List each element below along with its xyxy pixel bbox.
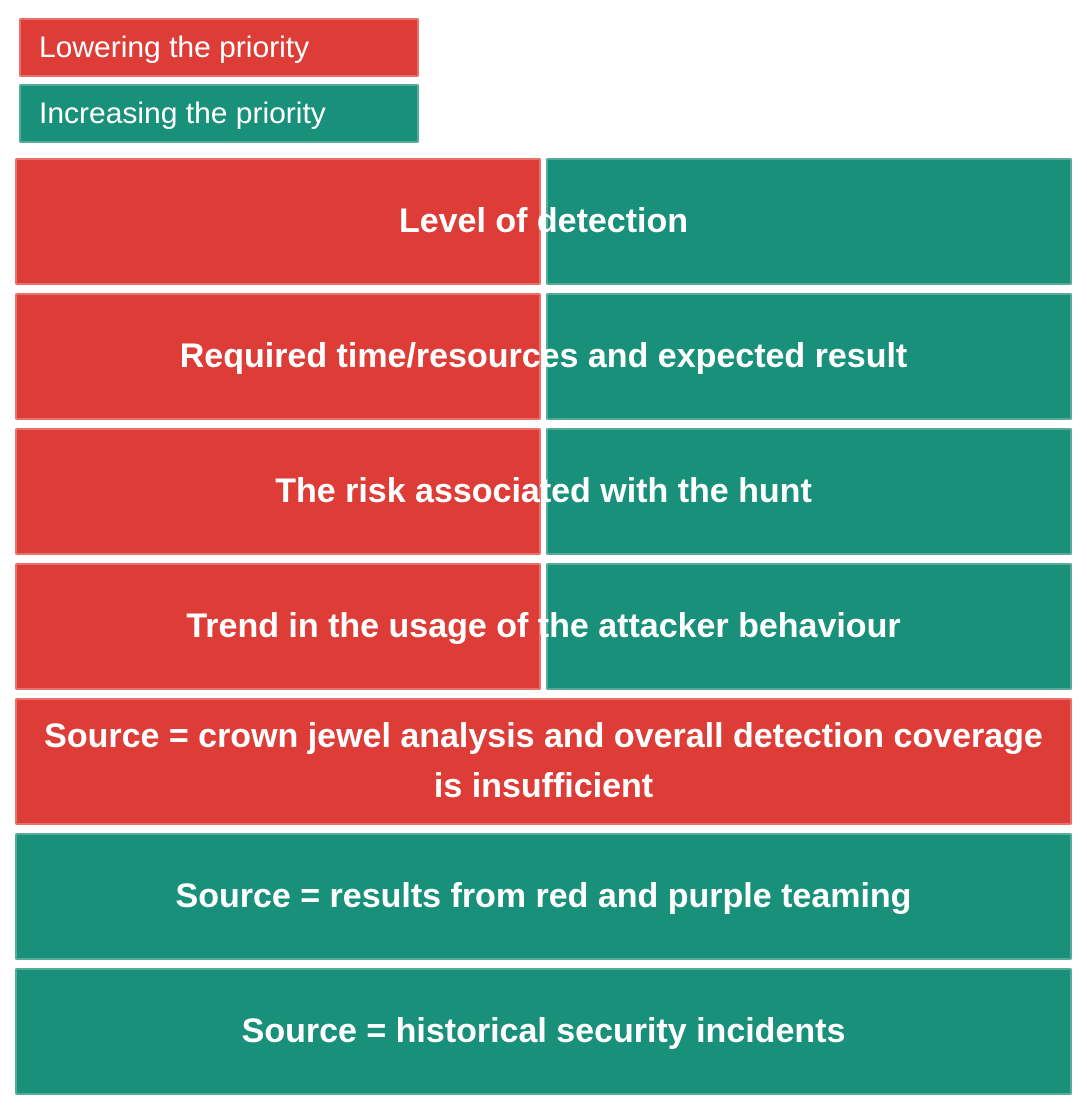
legend: Lowering the priority Increasing the pri… (19, 18, 419, 143)
legend-label-lowering: Lowering the priority (39, 30, 310, 64)
factor-row-level-of-detection: Level of detection (15, 158, 1072, 285)
increasing-cell (546, 563, 1072, 690)
lowering-cell (15, 293, 541, 420)
factor-row-time-resources: Required time/resources and expected res… (15, 293, 1072, 420)
factor-label: Source = historical security incidents (241, 1011, 846, 1050)
factor-label: Source = crown jewel analysis and overal… (44, 717, 1043, 805)
lowering-cell (15, 563, 541, 690)
legend-label-increasing: Increasing the priority (39, 96, 326, 130)
lowering-cell (15, 428, 541, 555)
increasing-cell (546, 158, 1072, 285)
factor-label: Source = results from red and purple tea… (175, 876, 912, 915)
factor-row-trend: Trend in the usage of the attacker behav… (15, 563, 1072, 690)
lowering-cell (15, 158, 541, 285)
priority-factor-table: Level of detection Required time/resourc… (15, 158, 1072, 1103)
factor-row-historical-incidents: Source = historical security incidents (15, 968, 1072, 1095)
legend-item-lowering: Lowering the priority (19, 18, 419, 77)
factor-row-crown-jewel: Source = crown jewel analysis and overal… (15, 698, 1072, 825)
factor-row-red-purple-teaming: Source = results from red and purple tea… (15, 833, 1072, 960)
factor-row-risk: The risk associated with the hunt (15, 428, 1072, 555)
legend-item-increasing: Increasing the priority (19, 84, 419, 143)
increasing-cell (546, 428, 1072, 555)
increasing-cell (546, 293, 1072, 420)
